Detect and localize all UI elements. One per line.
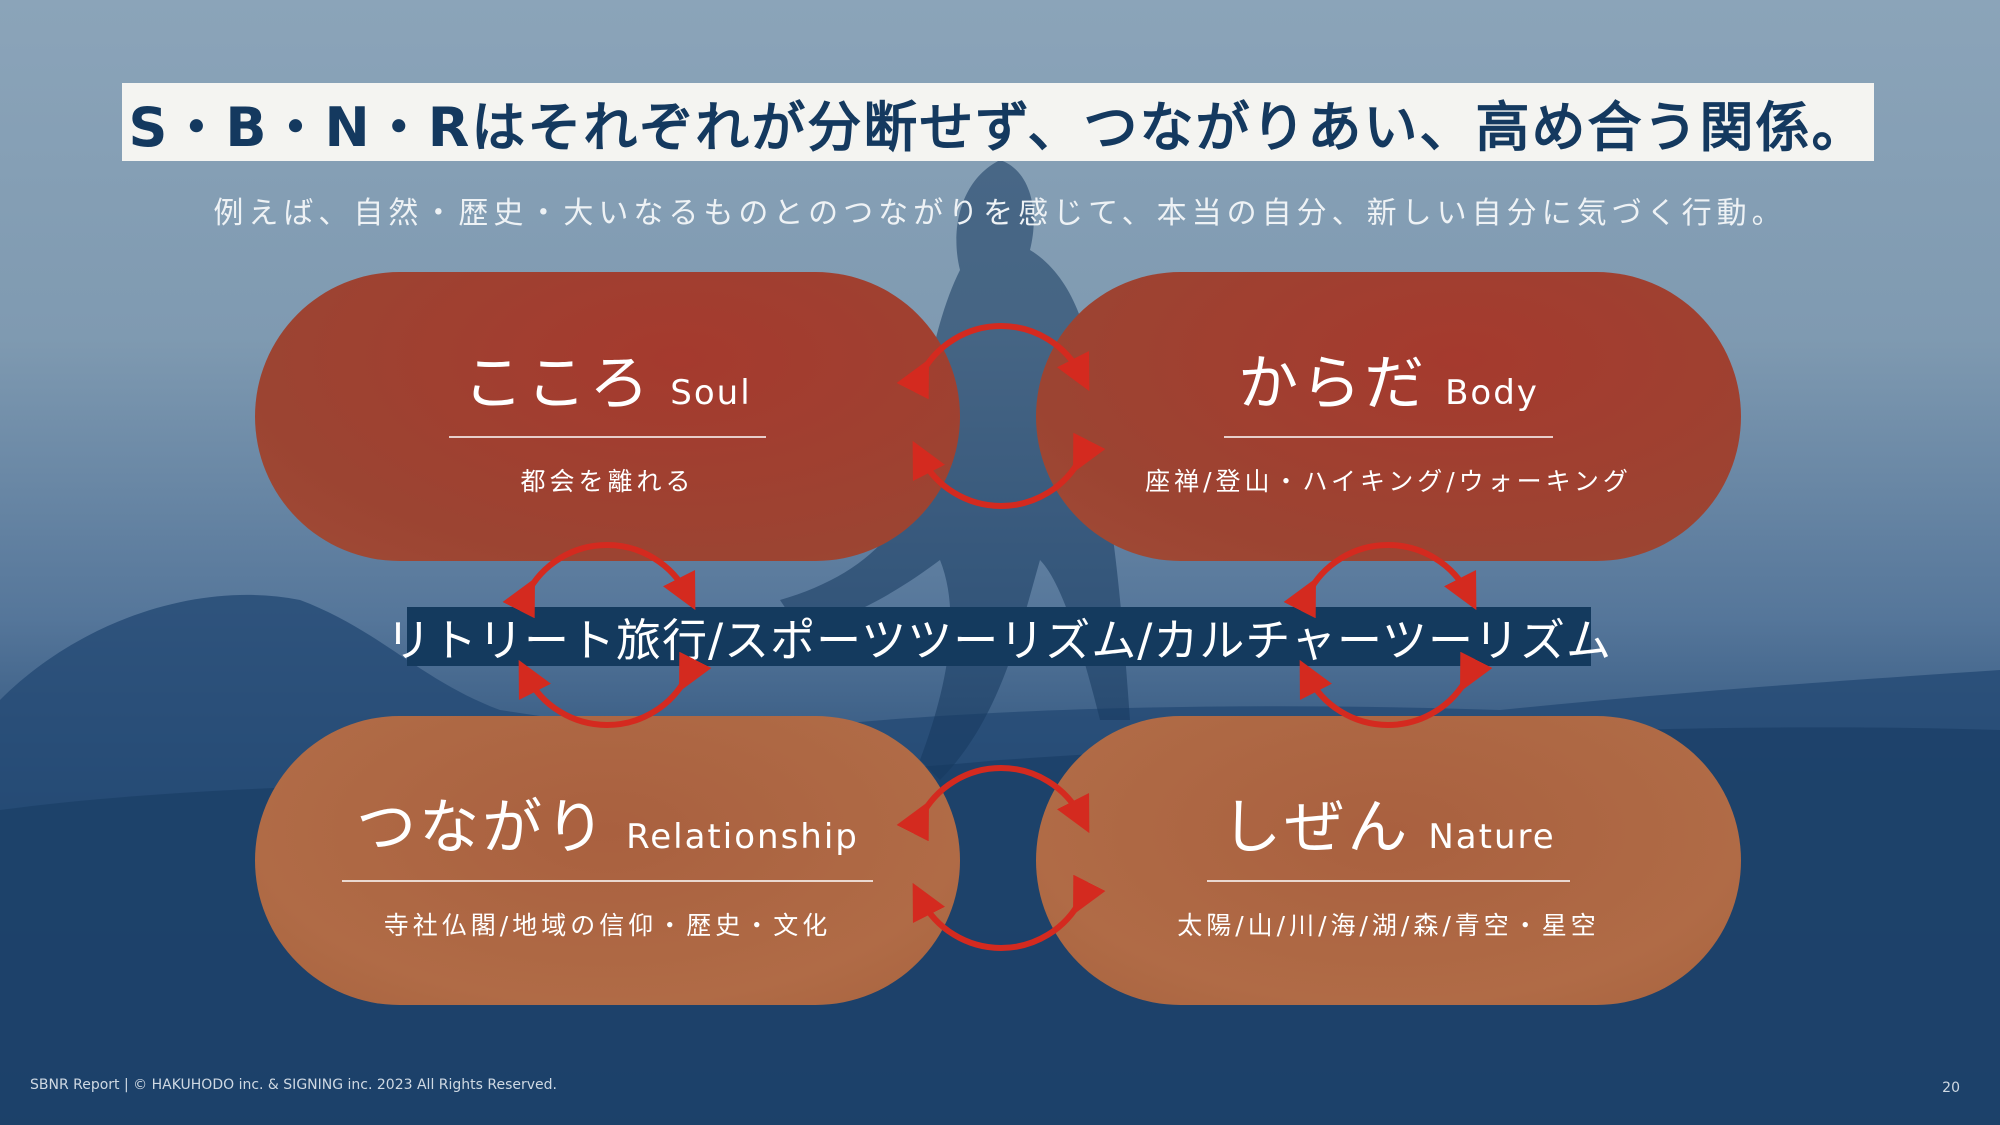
- pill-examples: 座禅/登山・ハイキング/ウォーキング: [1145, 467, 1632, 496]
- pill-soul: こころ Soul 都会を離れる: [255, 272, 960, 561]
- pill-title-en: Relationship: [626, 817, 859, 857]
- footer-copyright: SBNR Report | © HAKUHODO inc. & SIGNING …: [30, 1077, 558, 1093]
- page-subtitle: 例えば、自然・歴史・大いなるものとのつながりを感じて、本当の自分、新しい自分に気…: [213, 196, 1787, 231]
- pill-title-jp: からだ: [1238, 349, 1428, 419]
- pill-relationship: つながり Relationship 寺社仏閣/地域の信仰・歴史・文化: [255, 716, 960, 1005]
- pill-title-jp: しぜん: [1221, 793, 1411, 863]
- pill-examples: 都会を離れる: [520, 467, 695, 496]
- pill-nature: しぜん Nature 太陽/山/川/海/湖/森/青空・星空: [1036, 716, 1741, 1005]
- page-number: 20: [1942, 1080, 1960, 1096]
- pill-body: からだ Body 座禅/登山・ハイキング/ウォーキング: [1036, 272, 1741, 561]
- pill-title-en: Nature: [1428, 817, 1556, 857]
- pill-examples: 太陽/山/川/海/湖/森/青空・星空: [1177, 911, 1600, 940]
- pill-title-en: Soul: [670, 373, 752, 413]
- pill-examples: 寺社仏閣/地域の信仰・歴史・文化: [383, 911, 832, 940]
- pill-title-jp: こころ: [463, 349, 653, 419]
- page-title: S・B・N・Rはそれぞれが分断せず、つながりあい、高め合う関係。: [128, 95, 1868, 159]
- tourism-types-band: リトリート旅行/スポーツツーリズム/カルチャーツーリズム: [386, 607, 1611, 667]
- title-banner: S・B・N・Rはそれぞれが分断せず、つながりあい、高め合う関係。: [122, 83, 1874, 161]
- pill-title-en: Body: [1445, 373, 1539, 413]
- pill-title-jp: つながり: [356, 793, 609, 863]
